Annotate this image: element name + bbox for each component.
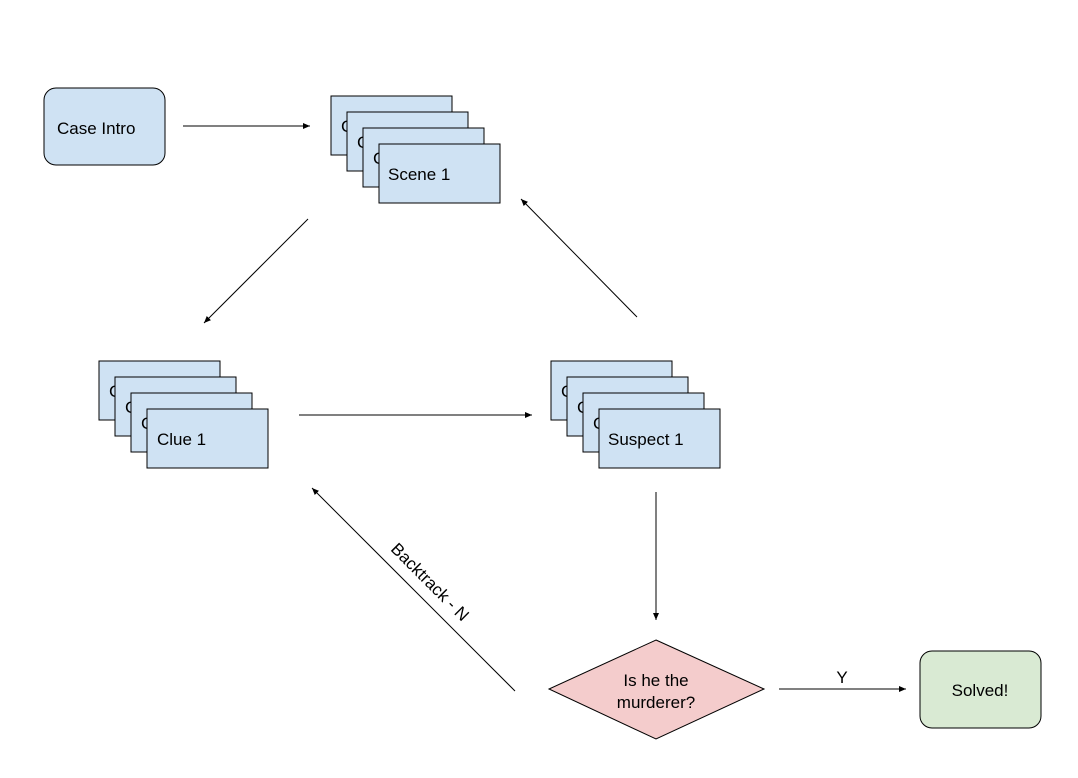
arrow-scene-to-clue — [203, 218, 309, 324]
solved-label: Solved! — [952, 681, 1009, 700]
case-intro-node[interactable]: Case Intro — [43, 87, 166, 166]
arrow-suspect-to-scene — [520, 198, 638, 318]
decision-label-line-2: murderer? — [617, 693, 695, 712]
backtrack-edge-label: Backtrack - N — [387, 539, 473, 625]
clue-stack-node[interactable]: C C C Clue 1 — [98, 360, 269, 469]
suspect-stack-node[interactable]: C C C Suspect 1 — [550, 360, 721, 469]
scene-stack-node[interactable]: C C C Scene 1 — [330, 95, 501, 204]
clue-1-label: Clue 1 — [157, 430, 206, 449]
case-intro-label: Case Intro — [57, 119, 135, 138]
decision-node[interactable]: Is he the murderer? — [547, 639, 766, 740]
decision-label-line-1: Is he the — [623, 671, 688, 690]
arrow-decision-backtrack-to-clue — [311, 487, 516, 692]
yes-edge-label: Y — [836, 668, 847, 687]
scene-1-label: Scene 1 — [388, 165, 450, 184]
solved-node[interactable]: Solved! — [919, 650, 1042, 729]
suspect-1-label: Suspect 1 — [608, 430, 684, 449]
